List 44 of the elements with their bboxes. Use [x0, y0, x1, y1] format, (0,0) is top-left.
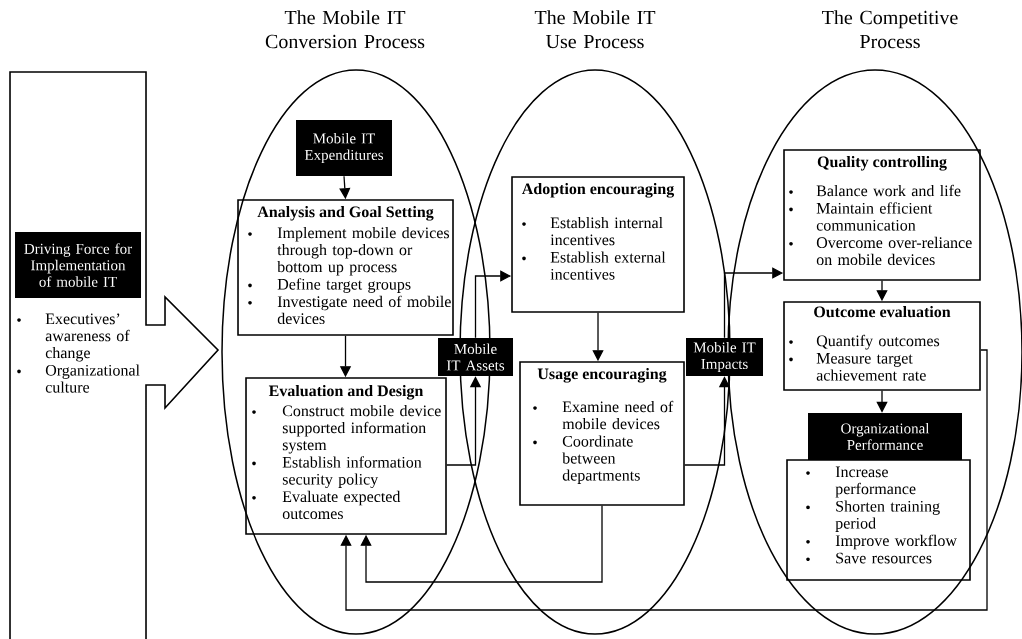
- process-box: [783, 301, 981, 391]
- label-box: Mobile IT Expenditures: [296, 120, 392, 176]
- bullet-item: Coordinate between departments: [533, 435, 640, 484]
- bullet-item: Establish external incentives: [522, 251, 666, 280]
- box-heading: Evaluation and Design: [268, 385, 424, 400]
- process-box: [786, 459, 971, 581]
- bullet-item: Overcome over-reliance on mobile devices: [789, 236, 972, 266]
- process-box: [245, 377, 447, 535]
- process-box: [511, 176, 685, 313]
- process-box: [237, 199, 454, 336]
- ellipse-title: The Mobile IT Conversion Process: [265, 10, 425, 49]
- bullet-item: Executives’ awareness of change: [17, 313, 130, 362]
- bullet-item: Organizational culture: [17, 364, 140, 393]
- bullet-item: Quantify outcomes: [789, 334, 940, 350]
- bullet-item: Improve workflow: [806, 534, 957, 550]
- box-heading: Adoption encouraging: [521, 183, 675, 198]
- bullet-item: Examine need of mobile devices: [533, 400, 674, 430]
- arrow: [340, 349, 988, 611]
- box-heading: Outcome evaluation: [814, 306, 951, 318]
- bullet-item: Evaluate expected outcomes: [252, 490, 401, 520]
- bullet-item: Construct mobile device supported information system: [252, 405, 441, 454]
- bullet-item: Establish internal incentives: [522, 217, 663, 246]
- bullet-item: Investigate need of mobile devices: [248, 295, 451, 325]
- bullet-item: Maintain efficient communication: [789, 202, 933, 231]
- bullet-item: Increase performance: [806, 466, 916, 498]
- label-box: Driving Force for Implementation of mobile IT: [15, 232, 141, 298]
- bullet-item: Establish information security policy: [252, 456, 422, 488]
- bullet-item: Save resources: [806, 552, 932, 564]
- bullet-item: Balance work and life: [789, 184, 961, 197]
- label-box: Mobile IT Impacts: [686, 338, 763, 376]
- process-box: [519, 361, 685, 506]
- ellipse-title: The Competitive Process: [822, 10, 958, 49]
- bullet-item: Implement mobile devices through top-down or bottom up process: [248, 227, 450, 276]
- ellipse-title: The Mobile IT Use Process: [534, 10, 656, 49]
- bullet-item: Define target groups: [248, 278, 411, 293]
- arrow: [360, 505, 603, 583]
- bullet-item: Shorten training period: [806, 500, 940, 532]
- bullet-item: Measure target achievement rate: [789, 353, 926, 381]
- label-box: Mobile IT Assets: [438, 338, 513, 376]
- process-box: [783, 149, 981, 281]
- box-heading: Quality controlling: [817, 156, 947, 171]
- label-box: Organizational Performance: [808, 413, 962, 460]
- box-heading: Usage encouraging: [537, 368, 667, 383]
- box-heading: Analysis and Goal Setting: [257, 206, 434, 221]
